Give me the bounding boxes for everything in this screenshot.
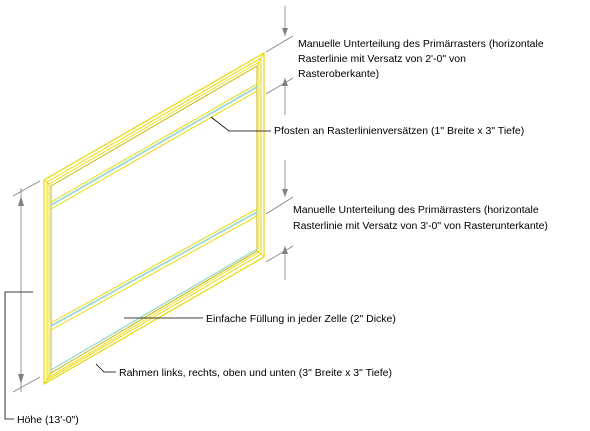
frame-outline-inner	[50, 65, 258, 374]
lower-mullion-edge-top	[50, 208, 258, 324]
upper-mullion	[50, 83, 258, 210]
label-mullions: Pfosten an Rasterlinienversätzen (1" Bre…	[274, 125, 524, 137]
frame-outline-mid	[46, 57, 262, 381]
annotations: Manuelle Unterteilung des Primärrasters …	[17, 38, 548, 426]
label-infill: Einfache Füllung in jeder Zelle (2" Dick…	[206, 313, 396, 325]
label-height: Höhe (13'-0")	[17, 414, 79, 426]
lower-mullion	[50, 208, 258, 331]
label-manual-bottom: Manuelle Unterteilung des Primärrasters …	[293, 204, 548, 232]
upper-mullion-edge-bottom	[50, 90, 258, 210]
upper-mullion-edge-top	[50, 83, 258, 203]
leader-mullions	[210, 116, 271, 132]
leader-lines	[4, 116, 271, 420]
upper-mullion-face	[50, 86, 258, 206]
label-frame: Rahmen links, rechts, oben und unten (3"…	[119, 367, 392, 379]
bottom-rail-face	[50, 248, 258, 371]
lower-mullion-face	[50, 211, 258, 327]
outer-frame	[43, 51, 265, 386]
leader-frame	[95, 363, 116, 373]
lower-mullion-edge-bottom	[50, 215, 258, 331]
label-manual-top: Manuelle Unterteilung des Primärrasters …	[298, 38, 547, 80]
frame-top-rail	[48, 61, 260, 185]
curtain-wall-unit	[43, 51, 265, 386]
leader-height	[4, 291, 33, 420]
frame-bottom-rail	[48, 251, 260, 378]
top-offset-dimension	[265, 6, 294, 115]
bottom-offset-dimension	[265, 160, 294, 280]
height-dimension	[12, 180, 41, 393]
dimension-markers	[12, 6, 294, 393]
